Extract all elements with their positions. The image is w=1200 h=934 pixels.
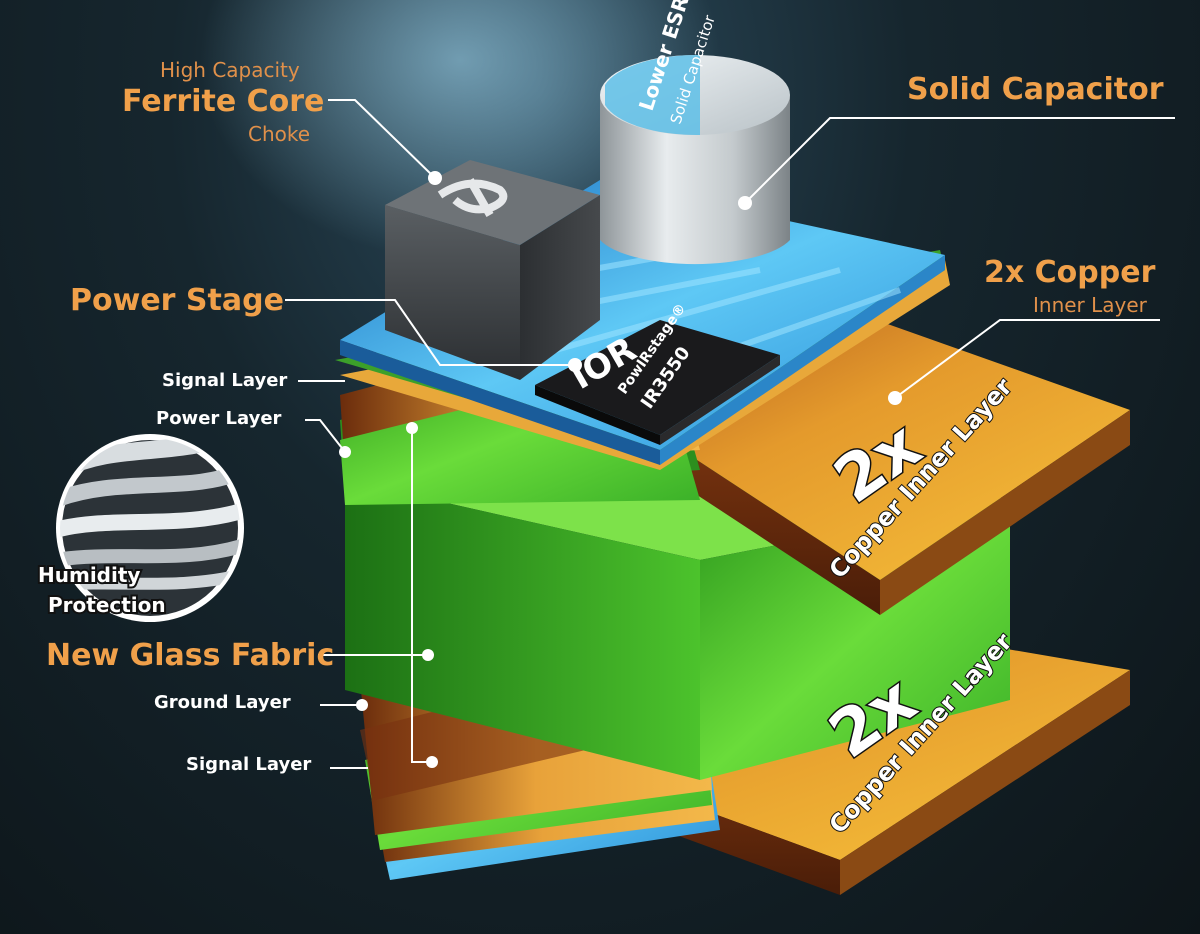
signal-layer-top-label: Signal Layer bbox=[162, 370, 288, 391]
humidity-protection-badge bbox=[56, 434, 244, 622]
solid-capacitor bbox=[600, 54, 790, 265]
solid-capacitor-label: Solid Capacitor bbox=[907, 72, 1164, 107]
glass-fabric-label: New Glass Fabric bbox=[46, 638, 335, 673]
ferrite-label-main: Ferrite Core bbox=[122, 84, 325, 119]
signal-layer-bottom-label: Signal Layer bbox=[186, 754, 312, 775]
leader-dots bbox=[339, 171, 902, 768]
leader-lines bbox=[285, 99, 1175, 769]
ferrite-label-bottom: Choke bbox=[248, 122, 311, 146]
power-layer-label: Power Layer bbox=[156, 408, 282, 429]
ferrite-label-top: High Capacity bbox=[160, 58, 300, 82]
copper-label-sub: Inner Layer bbox=[1033, 293, 1147, 317]
copper-label-main: 2x Copper bbox=[984, 255, 1156, 290]
humidity-line2: Protection bbox=[48, 593, 166, 617]
power-stage-chip bbox=[535, 320, 780, 445]
choke-logo-icon bbox=[437, 178, 508, 217]
power-stage-label: Power Stage bbox=[70, 283, 284, 318]
humidity-line1: Humidity bbox=[38, 563, 140, 587]
ground-layer-label: Ground Layer bbox=[154, 692, 291, 713]
